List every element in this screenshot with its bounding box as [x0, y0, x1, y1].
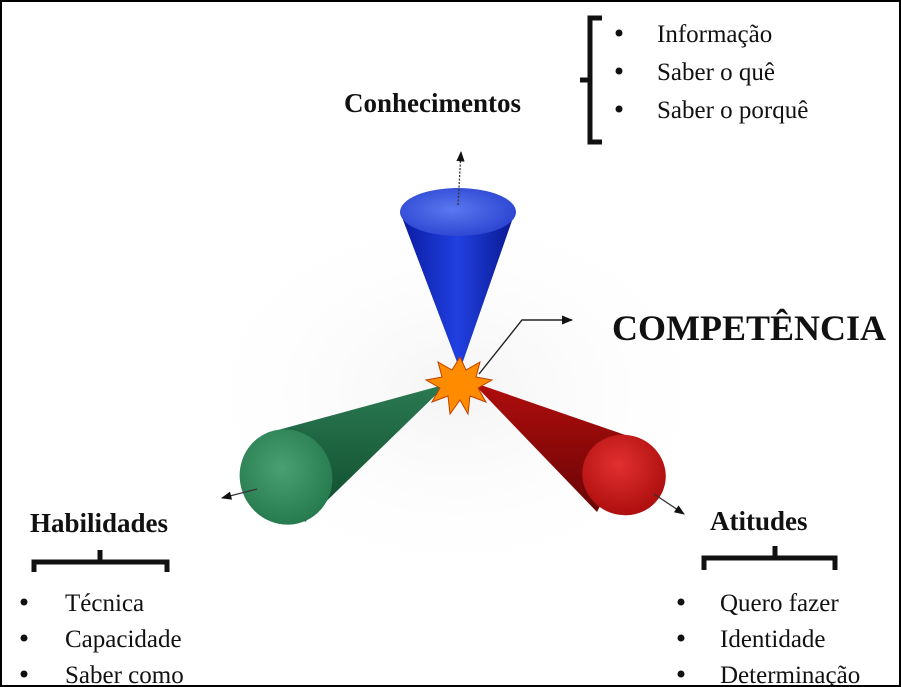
- knowledge-item-3: Saber o porquê: [657, 97, 808, 124]
- attitudes-brace: [701, 546, 838, 570]
- knowledge-cone: [400, 188, 516, 370]
- competence-arrow: [478, 315, 574, 375]
- bullet-icon: [20, 634, 28, 642]
- attitudes-item-1: Quero fazer: [720, 590, 839, 617]
- bullet-icon: [20, 670, 28, 678]
- skills-arrow: [220, 488, 258, 500]
- knowledge-brace: [580, 15, 602, 145]
- skills-item-2: Capacidade: [65, 626, 182, 653]
- bullet-icon: [20, 598, 28, 606]
- attitudes-title: Atitudes: [710, 506, 808, 536]
- bullet-icon: [677, 598, 685, 606]
- competence-label: COMPETÊNCIA: [612, 308, 886, 348]
- bullet-icon: [615, 29, 623, 37]
- knowledge-arrow: [456, 150, 465, 206]
- attitudes-item-3: Determinação: [720, 662, 860, 687]
- skills-cone: [239, 384, 447, 525]
- knowledge-item-2: Saber o quê: [657, 59, 775, 86]
- attitudes-cone: [472, 382, 666, 516]
- bullet-icon: [677, 634, 685, 642]
- bullet-icon: [615, 67, 623, 75]
- knowledge-title: Conhecimentos: [344, 88, 521, 118]
- skills-item-3: Saber como: [65, 662, 184, 687]
- burst-icon: [424, 355, 494, 416]
- attitudes-list: Quero fazer Identidade Determinação: [677, 590, 860, 687]
- attitudes-item-2: Identidade: [720, 626, 826, 653]
- skills-item-1: Técnica: [65, 590, 144, 617]
- attitudes-arrow: [653, 493, 685, 515]
- skills-title: Habilidades: [30, 508, 168, 538]
- bullet-icon: [677, 670, 685, 678]
- skills-brace: [31, 550, 170, 572]
- bullet-icon: [615, 105, 623, 113]
- knowledge-item-1: Informação: [657, 21, 772, 48]
- knowledge-list: Informação Saber o quê Saber o porquê: [615, 21, 808, 124]
- skills-list: Técnica Capacidade Saber como: [20, 590, 184, 687]
